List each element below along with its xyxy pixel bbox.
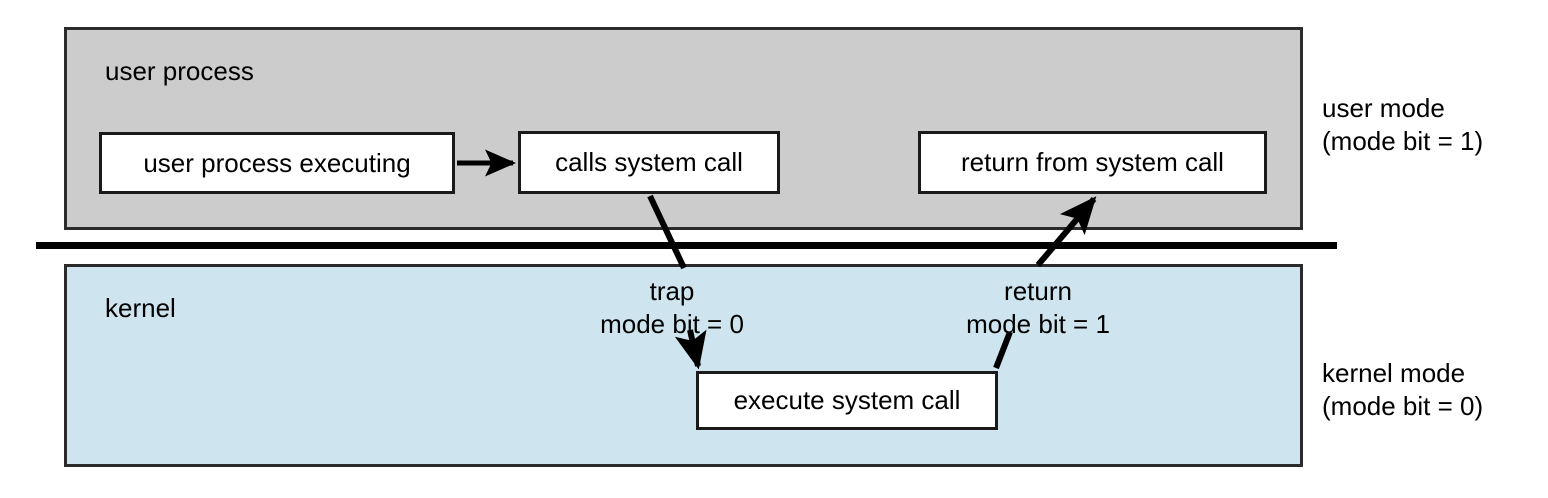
kernel-mode-legend-line2: (mode bit = 0)	[1322, 391, 1484, 421]
box-execute-system-call: execute system call	[696, 371, 998, 430]
user-mode-legend-line2: (mode bit = 1)	[1322, 126, 1484, 156]
kernel-mode-legend: kernel mode (mode bit = 0)	[1322, 357, 1483, 423]
box-return-from-system-call: return from system call	[918, 131, 1267, 194]
user-mode-band: user process	[64, 27, 1303, 230]
user-mode-legend-line1: user mode	[1322, 93, 1445, 123]
kernel-label: kernel	[105, 293, 176, 323]
mode-separator-line	[36, 242, 1337, 249]
user-mode-legend: user mode (mode bit = 1)	[1322, 92, 1483, 158]
user-process-label: user process	[105, 56, 254, 86]
trap-label-line2: mode bit = 0	[600, 309, 744, 339]
trap-label-line1: trap	[649, 276, 695, 306]
kernel-mode-legend-line1: kernel mode	[1322, 358, 1466, 388]
trap-transition-label: trap mode bit = 0	[582, 275, 762, 341]
return-label-line2: mode bit = 1	[966, 309, 1110, 339]
box-user-process-executing: user process executing	[99, 132, 455, 194]
return-label-line1: return	[1004, 276, 1072, 306]
box-calls-system-call: calls system call	[518, 131, 780, 194]
return-transition-label: return mode bit = 1	[943, 275, 1133, 341]
